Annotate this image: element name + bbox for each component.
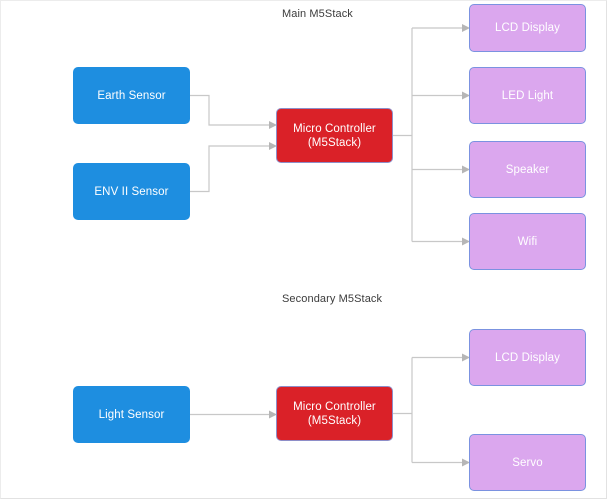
edge-main-controller-to-speaker [412,165,470,174]
node-wifi[interactable]: Wifi [469,213,586,270]
edge-envii-to-main-controller [190,142,277,193]
node-led-light[interactable]: LED Light [469,67,586,124]
node-servo[interactable]: Servo [469,434,586,491]
edge-main-controller-to-wifi [412,237,470,246]
node-label: Light Sensor [98,408,165,421]
edge-secondary-controller-to-servo [412,458,470,467]
edge-earth-to-main-controller [190,94,277,129]
node-earth-sensor[interactable]: Earth Sensor [73,67,190,124]
section-label-main: Main M5Stack [282,8,353,20]
node-lcd-display-secondary[interactable]: LCD Display [469,329,586,386]
node-main-controller[interactable]: Micro Controller(M5Stack) [276,108,393,163]
node-label: LED Light [501,89,554,102]
edge-main-controller-fanout-trunk [393,28,413,242]
node-env-ii-sensor[interactable]: ENV II Sensor [73,163,190,220]
edge-main-controller-to-led [412,91,470,100]
node-label: Earth Sensor [97,89,166,102]
node-label: ENV II Sensor [94,185,169,198]
node-label: LCD Display [494,22,560,34]
node-light-sensor[interactable]: Light Sensor [73,386,190,443]
node-label: Micro Controller(M5Stack) [293,122,376,149]
edge-secondary-controller-fanout-trunk [393,357,413,463]
node-lcd-display-main[interactable]: LCD Display [469,4,586,52]
node-speaker[interactable]: Speaker [469,141,586,198]
node-label: Micro Controller(M5Stack) [293,400,376,427]
section-label-secondary: Secondary M5Stack [282,293,383,305]
node-label: Speaker [505,163,550,176]
edge-main-controller-to-lcd [412,24,470,32]
node-label: Wifi [517,235,538,248]
node-secondary-controller[interactable]: Micro Controller(M5Stack) [276,386,393,441]
edge-light-to-secondary-controller [190,410,277,419]
node-label: LCD Display [494,351,560,364]
edge-secondary-controller-to-lcd [412,353,470,362]
node-label: Servo [512,456,543,469]
